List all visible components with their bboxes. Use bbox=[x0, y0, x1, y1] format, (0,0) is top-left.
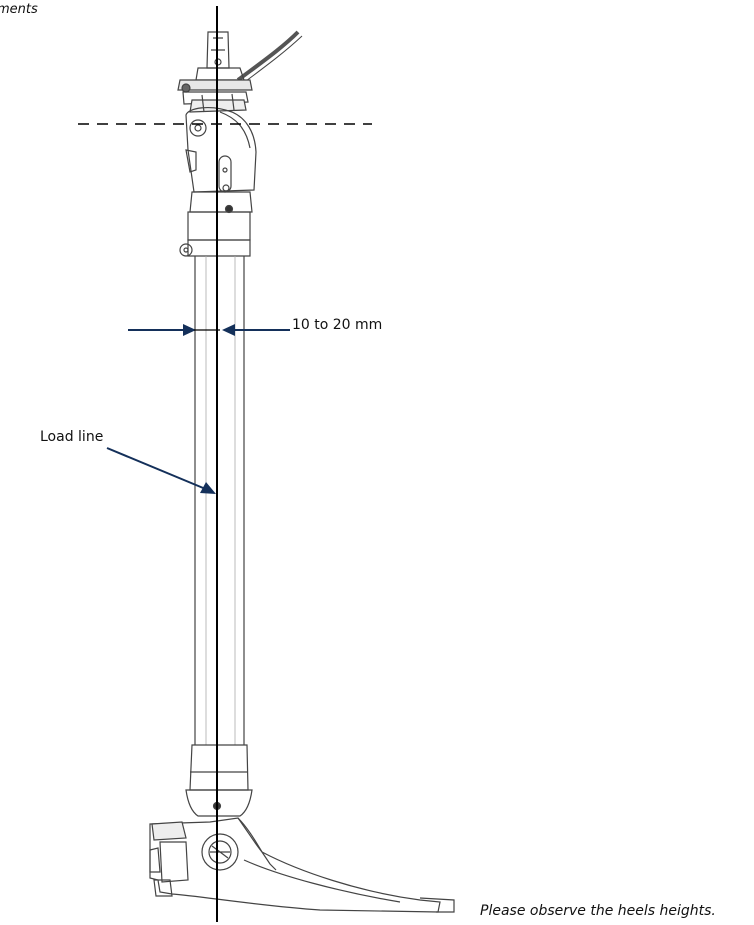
measurement-label: 10 to 20 mm bbox=[292, 317, 383, 333]
load-line-pointer-arrow bbox=[106, 447, 216, 494]
load-line-label: Load line bbox=[40, 429, 104, 445]
heel-height-caption: Please observe the heels heights. bbox=[480, 903, 716, 919]
caption-top-fragment: ments bbox=[0, 2, 38, 17]
prosthetic-leg-drawing-icon bbox=[149, 30, 455, 913]
measurement-arrows bbox=[128, 324, 290, 336]
